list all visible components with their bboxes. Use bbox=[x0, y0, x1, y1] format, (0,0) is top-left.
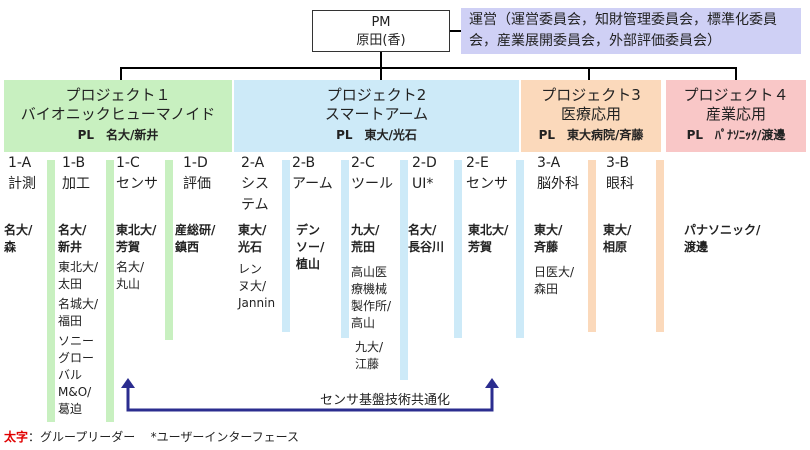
member-2e-0: 東北大/ 芳賀 bbox=[468, 223, 509, 254]
col-2e-header: 2-E センサ bbox=[466, 153, 508, 195]
pm-box: PM 原田(香) bbox=[312, 10, 450, 52]
project-title: プロジェクト2 bbox=[326, 86, 427, 104]
col-name: ツール bbox=[351, 176, 393, 192]
sensor-link-label: センサ基盤技術共通化 bbox=[320, 393, 451, 408]
col-code: 3-A bbox=[537, 155, 561, 171]
member-1c-0: 東北大/ 芳賀 bbox=[116, 223, 157, 254]
member-3a-1: 日医大/ 森田 bbox=[534, 265, 575, 296]
col-name: シス テム bbox=[241, 176, 269, 213]
col-name: アーム bbox=[292, 176, 333, 192]
legend-bold-label: 太字 bbox=[4, 430, 29, 444]
member-1d-0: 産総研/ 鎮西 bbox=[175, 223, 216, 254]
col-1c-header: 1-C センサ bbox=[116, 153, 158, 195]
project-subtitle: 医療応用 bbox=[560, 105, 621, 123]
project-3-header: プロジェクト3 医療応用 PL 東大病院/斉藤 bbox=[521, 80, 661, 152]
member-4-0: パナソニック/ 渡邊 bbox=[684, 223, 761, 254]
col-3a-header: 3-A 脳外科 bbox=[537, 153, 579, 195]
col-name: センサ bbox=[116, 176, 158, 192]
project-title: プロジェクト１ bbox=[65, 86, 171, 104]
member-1b-1: 東北大/ 太田 bbox=[58, 260, 99, 291]
member-2d-0: 名大/ 長谷川 bbox=[408, 223, 445, 254]
pm-connector bbox=[380, 52, 382, 68]
legend-bold-desc: ：グループリーダー bbox=[28, 430, 136, 444]
member-1a-0: 名大/ 森 bbox=[4, 223, 33, 254]
group-bar-2d bbox=[454, 160, 462, 338]
col-2a-header: 2-A シス テム bbox=[241, 153, 269, 216]
col-code: 1-C bbox=[116, 155, 140, 171]
col-code: 2-C bbox=[351, 155, 375, 171]
member-2a-0: 東大/ 光石 bbox=[238, 223, 267, 254]
pm-person: 原田(香) bbox=[356, 33, 406, 48]
col-2b-header: 2-B アーム bbox=[292, 153, 333, 195]
group-bar-1b bbox=[106, 160, 114, 422]
project-leader: PL 東大病院/斉藤 bbox=[538, 128, 644, 142]
legend-ui-note: *ユーザーインターフェース bbox=[150, 430, 300, 444]
project-leader: PL 名大/新井 bbox=[77, 128, 159, 142]
member-2c-0: 九大/ 荒田 bbox=[351, 223, 380, 254]
member-2b-0: デン ソー/ 植山 bbox=[296, 223, 325, 271]
group-bar-3b bbox=[656, 160, 664, 332]
sensor-link-arrow-left bbox=[121, 378, 135, 388]
group-bar-2a bbox=[282, 160, 290, 332]
col-code: 2-E bbox=[466, 155, 489, 171]
col-name: UI* bbox=[412, 176, 434, 192]
branch-drop-4 bbox=[735, 67, 737, 80]
group-bar-2b bbox=[341, 160, 349, 338]
member-3a-0: 東大/ 斉藤 bbox=[534, 223, 563, 254]
project-1-header: プロジェクト１ バイオニックヒューマノイド PL 名大/新井 bbox=[4, 80, 232, 152]
project-title: プロジェクト3 bbox=[541, 86, 641, 104]
member-2a-1: レン ヌ大/ Jannin bbox=[238, 262, 276, 310]
group-bar-1c bbox=[165, 160, 173, 340]
group-bar-3a bbox=[588, 160, 596, 332]
group-bar-1a bbox=[47, 160, 55, 422]
legend: 太字：グループリーダー *ユーザーインターフェース bbox=[4, 428, 299, 445]
project-subtitle: 産業応用 bbox=[705, 105, 766, 123]
col-name: センサ bbox=[466, 176, 508, 192]
member-1b-3: ソニー グロー バル M&O/ 葛迫 bbox=[58, 334, 95, 416]
branch-drop-3 bbox=[588, 67, 590, 80]
col-name: 評価 bbox=[183, 176, 211, 192]
col-code: 1-B bbox=[62, 155, 86, 171]
project-4-header: プロジェクト４ 産業応用 PL ﾊﾟﾅｿﾆｯｸ/渡邊 bbox=[666, 80, 806, 152]
group-bar-2c bbox=[400, 160, 408, 380]
branch-line bbox=[120, 67, 736, 69]
col-code: 2-B bbox=[292, 155, 316, 171]
col-name: 眼科 bbox=[606, 176, 634, 192]
member-1c-1: 名大/ 丸山 bbox=[116, 260, 145, 291]
project-subtitle: スマートアーム bbox=[324, 105, 429, 123]
member-1b-0: 名大/ 新井 bbox=[58, 223, 87, 254]
project-2-header: プロジェクト2 スマートアーム PL 東大/光石 bbox=[234, 80, 519, 152]
col-3b-header: 3-B 眼科 bbox=[606, 153, 634, 195]
col-code: 1-D bbox=[183, 155, 208, 171]
col-1b-header: 1-B 加工 bbox=[62, 153, 90, 195]
col-1d-header: 1-D 評価 bbox=[183, 153, 211, 195]
col-code: 2-D bbox=[412, 155, 437, 171]
group-bar-2e bbox=[516, 160, 524, 338]
col-name: 脳外科 bbox=[537, 176, 579, 192]
col-name: 加工 bbox=[62, 176, 90, 192]
col-code: 3-B bbox=[606, 155, 630, 171]
sensor-link-arrow-right bbox=[485, 378, 499, 388]
member-1b-2: 名城大/ 福田 bbox=[58, 297, 99, 328]
project-leader: PL ﾊﾟﾅｿﾆｯｸ/渡邊 bbox=[686, 128, 786, 142]
member-3b-0: 東大/ 相原 bbox=[603, 223, 632, 254]
project-title: プロジェクト４ bbox=[683, 86, 789, 104]
project-leader: PL 東大/光石 bbox=[336, 128, 417, 142]
member-2c-1: 高山医 療機械 製作所/ 高山 bbox=[351, 265, 392, 330]
operations-box: 運営（運営委員会，知財管理委員会，標準化委員会，産業展開委員会，外部評価委員会） bbox=[461, 8, 801, 54]
col-2c-header: 2-C ツール bbox=[351, 153, 393, 195]
member-2c-2: 九大/ 江藤 bbox=[355, 340, 384, 371]
col-code: 1-A bbox=[8, 155, 32, 171]
branch-drop-2 bbox=[380, 67, 382, 80]
unei-connector bbox=[450, 30, 461, 32]
col-code: 2-A bbox=[241, 155, 265, 171]
sensor-link-line bbox=[126, 388, 494, 412]
col-name: 計測 bbox=[8, 176, 36, 192]
project-subtitle: バイオニックヒューマノイド bbox=[20, 105, 216, 123]
pm-label: PM bbox=[371, 15, 391, 30]
col-2d-header: 2-D UI* bbox=[412, 153, 437, 195]
branch-drop-1 bbox=[120, 67, 122, 80]
col-1a-header: 1-A 計測 bbox=[8, 153, 36, 195]
